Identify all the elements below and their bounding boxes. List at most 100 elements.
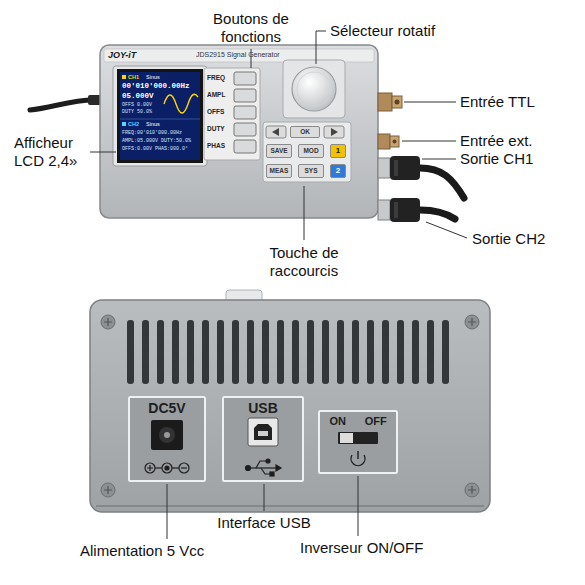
leader-line xyxy=(426,222,467,238)
function-key-label: OFFS xyxy=(207,108,224,116)
usb-symbol xyxy=(266,459,270,463)
shortcut-key: MEAS xyxy=(266,164,292,178)
ch1-bnc-cable xyxy=(378,156,464,198)
key-panel xyxy=(266,126,286,138)
rotary-knob xyxy=(297,72,331,106)
screw xyxy=(104,486,112,494)
usb-symbol xyxy=(250,467,276,468)
usb-port xyxy=(258,431,268,436)
shortcut-key: SAVE xyxy=(266,144,292,158)
ok-key: OK xyxy=(290,126,320,138)
function-buttons xyxy=(204,68,260,160)
polarity-symbol xyxy=(165,466,169,470)
polarity-symbol xyxy=(147,465,153,471)
screen-readout: OFFS 0.00V xyxy=(122,103,152,109)
sine-wave xyxy=(164,94,198,113)
function-buttons xyxy=(234,123,256,136)
usb-symbol xyxy=(246,459,282,476)
screw xyxy=(468,486,476,494)
lcd-bezel xyxy=(122,75,126,79)
device-body xyxy=(100,45,378,218)
function-buttons xyxy=(204,68,260,160)
polarity-symbol xyxy=(179,463,189,473)
lcd-bezel xyxy=(120,72,200,160)
leader-line xyxy=(167,484,168,539)
screw xyxy=(101,483,115,497)
ch1-bnc-cable xyxy=(390,156,420,180)
callout-label: Afficheur LCD 2,4» xyxy=(14,134,98,170)
rear-housing xyxy=(90,300,490,512)
key-label: MOD xyxy=(303,147,318,154)
ch2-bnc-cable xyxy=(378,200,390,220)
ext-connector xyxy=(390,136,399,147)
callout-label: Interface USB xyxy=(204,514,324,532)
sine-wave xyxy=(164,94,198,113)
rear-housing xyxy=(96,505,484,507)
screen-readout: Sinus xyxy=(146,74,160,80)
leader-line xyxy=(404,102,456,103)
function-buttons xyxy=(234,140,256,153)
ttl-connector xyxy=(378,93,402,111)
ch1-bnc-cable xyxy=(394,160,398,176)
usb-port xyxy=(248,418,278,446)
leader-line xyxy=(90,152,116,153)
ch2-bnc-cable xyxy=(420,210,455,219)
callout-label: Sélecteur rotatif xyxy=(330,22,435,40)
usb-port xyxy=(254,424,272,440)
rear-housing xyxy=(127,320,457,384)
callout-label: Entrée ext. xyxy=(460,132,533,150)
lcd-bezel xyxy=(113,66,207,166)
polarity-symbol xyxy=(155,467,162,468)
device-body xyxy=(100,45,378,218)
lcd-bezel xyxy=(122,122,126,126)
leader-line xyxy=(422,159,456,160)
usb-symbol xyxy=(261,468,270,474)
leader-line xyxy=(402,141,456,142)
lcd-bezel xyxy=(113,66,207,166)
ch1-bnc-cable xyxy=(420,168,464,198)
shortcut-key: SYS xyxy=(298,164,324,178)
ch2-bnc-cable xyxy=(394,202,398,218)
switch-panel: ON OFF xyxy=(318,410,398,474)
power-cable xyxy=(30,100,94,110)
function-key-label: DUTY xyxy=(207,125,225,133)
key-panel xyxy=(331,128,338,136)
callout-label: Alimentation 5 Vcc xyxy=(80,542,204,560)
key-panel xyxy=(272,128,279,136)
usb-port xyxy=(248,418,278,446)
callout-label: Sortie CH1 xyxy=(460,150,533,168)
screen-readout: CH2 xyxy=(128,121,139,127)
function-buttons xyxy=(234,106,256,119)
function-key-label: FREQ xyxy=(207,74,225,82)
key-label: 1 xyxy=(336,147,340,156)
key-panel xyxy=(263,122,351,182)
slide-switch xyxy=(340,433,353,443)
polarity-symbol xyxy=(172,467,179,468)
power-icon xyxy=(351,451,365,466)
polarity-symbol xyxy=(162,463,172,473)
function-buttons xyxy=(234,72,256,85)
panel-marking: OFF xyxy=(365,415,387,427)
channel-key: 1 xyxy=(330,144,346,158)
callout-label: Entrée TTL xyxy=(460,93,535,111)
callout-label: Touche de raccourcis xyxy=(244,244,364,280)
panel-marking: ON xyxy=(329,415,346,427)
leader-line xyxy=(304,186,305,240)
panel-recess xyxy=(318,410,398,474)
slide-switch xyxy=(338,432,378,444)
usb-symbol xyxy=(270,472,274,476)
leader-line xyxy=(90,31,467,240)
key-label: MEAS xyxy=(270,167,289,174)
lcd-bezel xyxy=(117,69,203,163)
usb-symbol xyxy=(256,461,266,468)
screw xyxy=(468,318,476,326)
key-label: 2 xyxy=(336,167,340,176)
lcd-bezel xyxy=(120,119,200,120)
panel-recess xyxy=(128,396,206,482)
screw xyxy=(101,315,479,497)
lcd-screen: CH1Sinus00'010'000.00Hz05.000VOFFS 0.00V… xyxy=(120,72,200,160)
screen-readout: AMPL:05.000V DUTY:50.0% xyxy=(122,139,191,145)
brand-logo: JOY-iT xyxy=(108,50,136,61)
dc-jack xyxy=(159,427,175,443)
